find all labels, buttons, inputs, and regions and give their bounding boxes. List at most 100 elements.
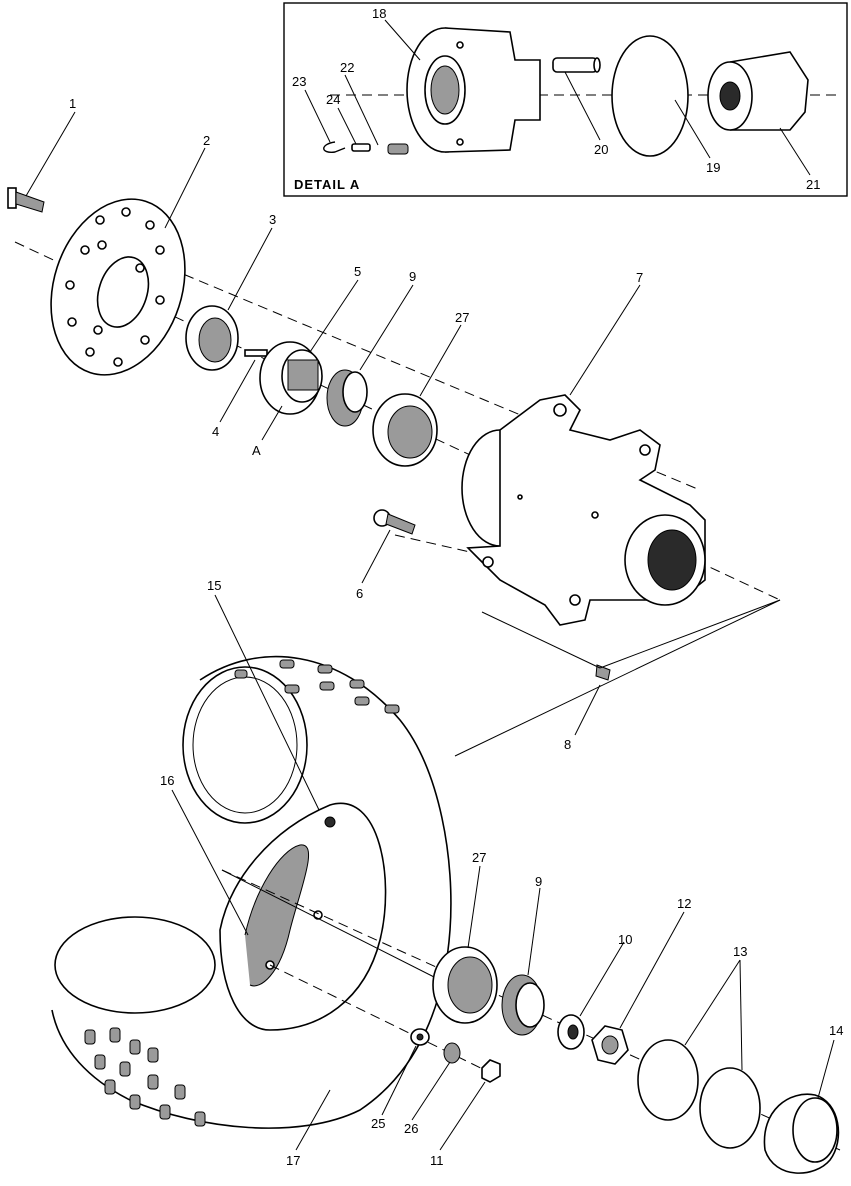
callout-3: 3 bbox=[269, 212, 276, 227]
part-18-hub-lock-body bbox=[406, 27, 541, 153]
leader-26 bbox=[411, 1061, 451, 1121]
part-11-nut bbox=[481, 1059, 501, 1083]
leader-18 bbox=[384, 19, 421, 61]
bolt-6-axis bbox=[394, 534, 471, 553]
leader-13-a bbox=[684, 959, 741, 1046]
part-27-race-upper bbox=[372, 393, 438, 467]
leader-1 bbox=[25, 111, 76, 197]
callout-27-lower: 27 bbox=[472, 850, 486, 865]
part-4-pin bbox=[244, 349, 268, 357]
rim-ref-line bbox=[221, 869, 441, 981]
leader-9-lower bbox=[527, 887, 541, 976]
callout-16: 16 bbox=[160, 773, 174, 788]
part-26-lock-washer bbox=[443, 1042, 461, 1064]
part-27-race-lower bbox=[432, 946, 498, 1024]
detail-a-title: DETAIL A bbox=[294, 177, 360, 192]
leader-3 bbox=[227, 227, 273, 311]
leader-15 bbox=[214, 594, 321, 813]
callout-9-upper: 9 bbox=[409, 269, 416, 284]
detail-a-panel: DETAIL A bbox=[283, 2, 848, 197]
callout-17: 17 bbox=[286, 1153, 300, 1168]
part-19-o-ring bbox=[611, 35, 689, 157]
callout-2: 2 bbox=[203, 133, 210, 148]
callout-15: 15 bbox=[207, 578, 221, 593]
part-23-clip bbox=[323, 141, 346, 153]
leader-8 bbox=[574, 684, 601, 736]
leader-2 bbox=[164, 147, 206, 229]
callout-5: 5 bbox=[354, 264, 361, 279]
callout-1: 1 bbox=[69, 96, 76, 111]
part-24-pin-small bbox=[351, 143, 371, 152]
leader-17 bbox=[295, 1089, 331, 1151]
callout-14: 14 bbox=[829, 1023, 843, 1038]
leader-22 bbox=[344, 74, 379, 146]
part-8-fitting bbox=[595, 664, 611, 681]
callout-24: 24 bbox=[326, 92, 340, 107]
part-25-washer bbox=[410, 1028, 430, 1046]
part-13-o-ring-b bbox=[699, 1067, 761, 1149]
callout-12: 12 bbox=[677, 896, 691, 911]
part-1-bolt bbox=[7, 187, 45, 213]
leader-24 bbox=[337, 107, 357, 145]
leader-14 bbox=[817, 1039, 835, 1099]
leader-25 bbox=[381, 1045, 417, 1116]
part-13-o-ring-a bbox=[637, 1039, 699, 1121]
leader-16 bbox=[171, 789, 249, 936]
leader-10 bbox=[579, 941, 625, 1017]
leader-12 bbox=[619, 911, 685, 1029]
callout-20: 20 bbox=[594, 142, 608, 157]
callout-27-upper: 27 bbox=[455, 310, 469, 325]
callout-10: 10 bbox=[618, 932, 632, 947]
part-12-castle-nut bbox=[591, 1025, 629, 1065]
callout-A: A bbox=[252, 443, 261, 458]
callout-9-lower: 9 bbox=[535, 874, 542, 889]
fitting-8-ref-b bbox=[599, 599, 781, 669]
leader-27-upper bbox=[419, 324, 462, 397]
leader-6 bbox=[361, 529, 391, 584]
leader-23 bbox=[304, 89, 331, 143]
assembly-ref-line bbox=[454, 599, 781, 757]
callout-7: 7 bbox=[636, 270, 643, 285]
leader-21 bbox=[779, 127, 811, 176]
part-16-rim bbox=[219, 802, 387, 1031]
part-7-knuckle-housing bbox=[461, 394, 706, 626]
tire-inner-left bbox=[54, 916, 216, 1014]
callout-23: 23 bbox=[292, 74, 306, 89]
part-22-spring bbox=[387, 143, 409, 155]
callout-19: 19 bbox=[706, 160, 720, 175]
part-6-bolt bbox=[373, 509, 416, 535]
callout-21: 21 bbox=[806, 177, 820, 192]
part-5-hub-lock bbox=[259, 341, 323, 415]
part-9-bearing-lower bbox=[501, 974, 545, 1036]
callout-18: 18 bbox=[372, 6, 386, 21]
leader-27-lower bbox=[467, 865, 481, 949]
fitting-8-ref-a bbox=[481, 611, 601, 669]
leader-4 bbox=[219, 359, 256, 423]
callout-22: 22 bbox=[340, 60, 354, 75]
detail-a-frame bbox=[283, 2, 848, 197]
part-21-knob bbox=[707, 51, 809, 131]
leader-19 bbox=[674, 99, 711, 159]
callout-25: 25 bbox=[371, 1116, 385, 1131]
part-3-seal bbox=[185, 305, 239, 371]
part-2-brake-disc bbox=[50, 198, 186, 376]
callout-8: 8 bbox=[564, 737, 571, 752]
leader-11 bbox=[439, 1081, 486, 1151]
leader-20 bbox=[564, 71, 601, 141]
part-20-pin bbox=[552, 57, 601, 73]
leader-A bbox=[261, 405, 283, 441]
part-14-cap bbox=[763, 1093, 840, 1174]
callout-6: 6 bbox=[356, 586, 363, 601]
callout-26: 26 bbox=[404, 1121, 418, 1136]
callout-4: 4 bbox=[212, 424, 219, 439]
leader-13-b bbox=[739, 959, 743, 1071]
callout-13: 13 bbox=[733, 944, 747, 959]
callout-11: 11 bbox=[430, 1153, 444, 1168]
part-10-washer bbox=[557, 1014, 585, 1050]
part-9-bearing-upper bbox=[326, 369, 368, 427]
leader-7 bbox=[569, 284, 641, 396]
tire-inner-top bbox=[182, 666, 308, 824]
leader-9-upper bbox=[359, 284, 414, 371]
leader-5 bbox=[309, 279, 359, 353]
